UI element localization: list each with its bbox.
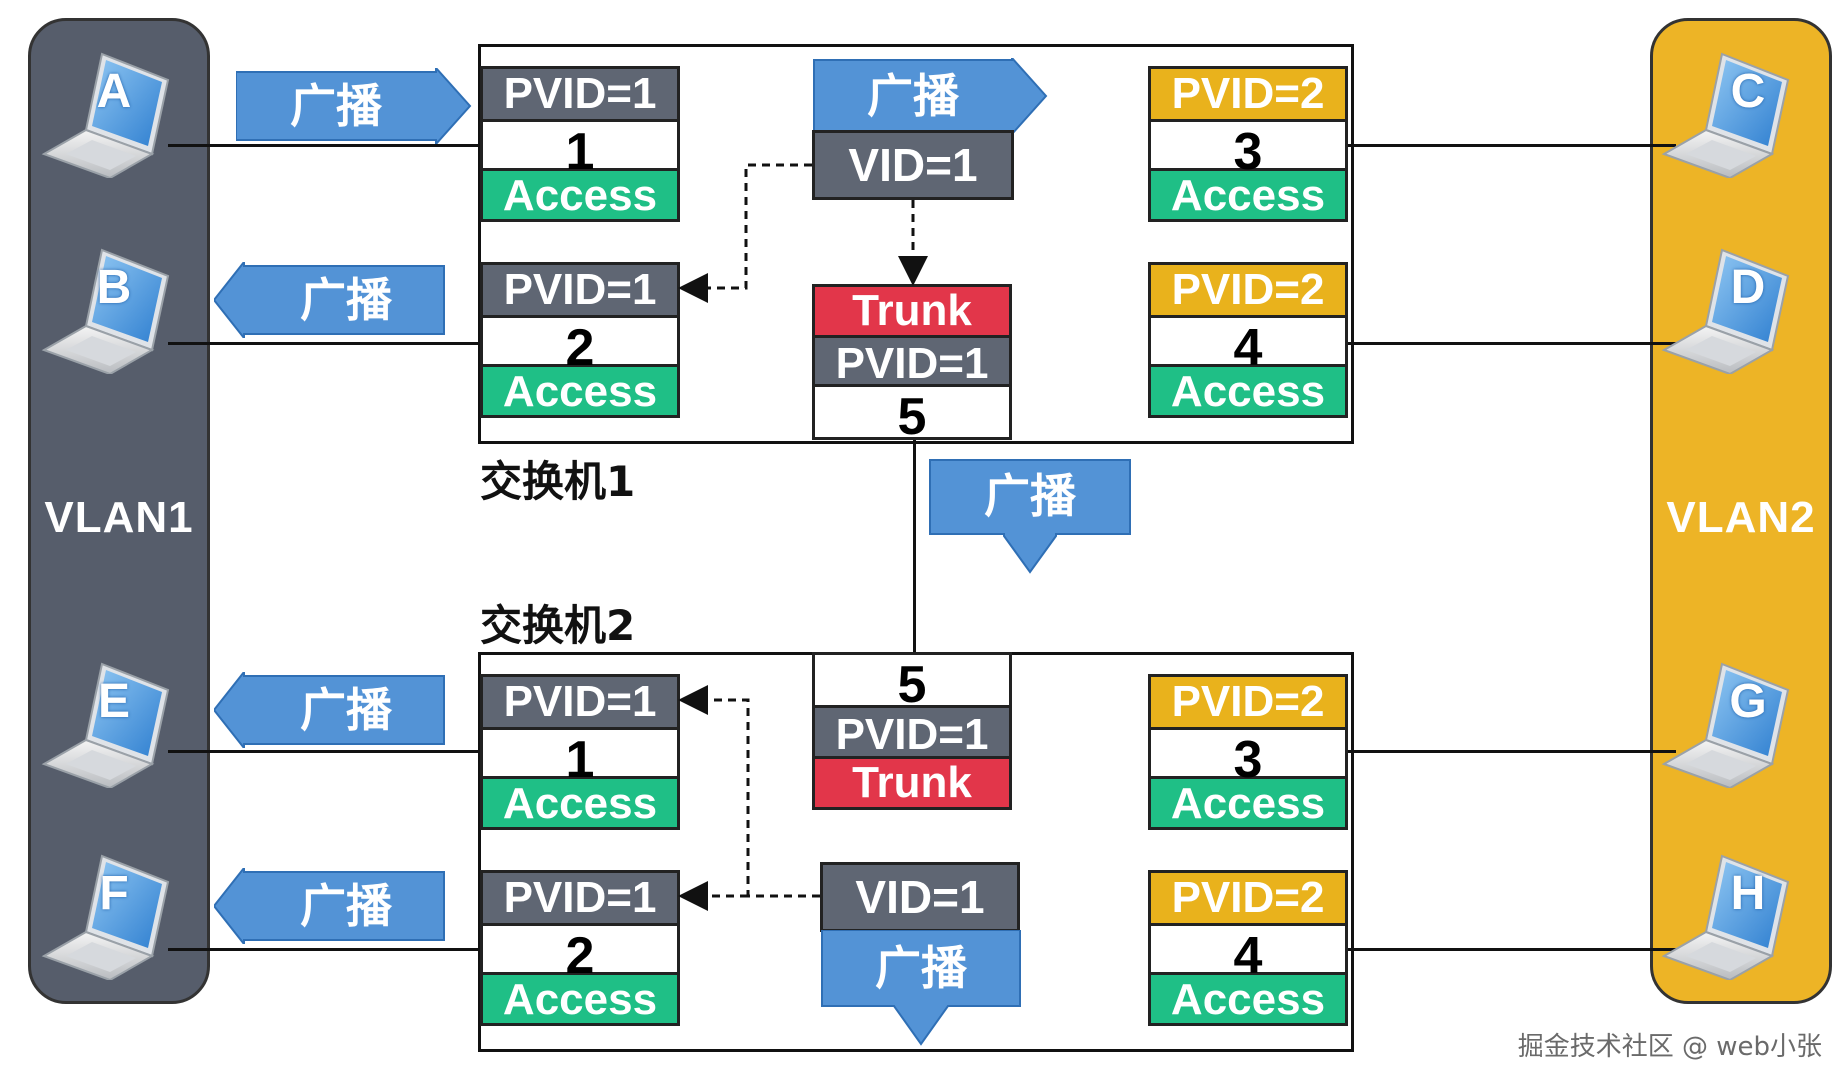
sw1-port3-mode: Access (1151, 171, 1345, 220)
laptop-d: D (1660, 246, 1792, 374)
sw1-port-2: PVID=1 2 Access (480, 262, 680, 418)
sw2-port2-pvid: PVID=1 (483, 873, 677, 923)
sw1-port-5-trunk: Trunk PVID=1 5 (812, 284, 1012, 446)
broadcast-arrow-out-f (214, 868, 445, 944)
sw1-port4-pvid: PVID=2 (1151, 265, 1345, 315)
trunk-link (913, 438, 916, 654)
vlan2-label: VLAN2 (1666, 493, 1816, 542)
sw2-port4-pvid: PVID=2 (1151, 873, 1345, 923)
link-d (1346, 342, 1676, 345)
sw2-port5-pvid: PVID=1 (815, 705, 1009, 759)
laptop-f: F (40, 852, 172, 980)
host-label-h: H (1730, 867, 1766, 920)
laptop-a: A (40, 50, 172, 178)
broadcast-label-inter: 广播 (984, 469, 1076, 523)
sw1-broadcast-label: 广播 (867, 69, 959, 123)
sw2-port5-number: 5 (897, 656, 927, 714)
broadcast-label-f: 广播 (300, 879, 392, 933)
laptop-h: H (1660, 852, 1792, 980)
switch1-title: 交换机1 (480, 457, 636, 506)
vlan1-label: VLAN1 (44, 493, 194, 542)
laptop-e: E (40, 660, 172, 788)
host-label-f: F (99, 867, 129, 920)
sw2-port3-pvid: PVID=2 (1151, 677, 1345, 727)
sw1-port5-number: 5 (897, 388, 927, 446)
switch2-title: 交换机2 (480, 601, 636, 650)
link-f (168, 948, 480, 951)
sw1-port5-pvid: PVID=1 (815, 335, 1009, 388)
sw1-port1-mode: Access (483, 171, 677, 220)
broadcast-arrow-inter (929, 459, 1131, 574)
sw1-port2-mode: Access (483, 367, 677, 416)
sw2-port-1: PVID=1 1 Access (480, 674, 680, 830)
link-e (168, 750, 480, 753)
sw2-broadcast-arrow (821, 930, 1021, 1046)
link-a (168, 144, 480, 147)
sw2-port1-mode: Access (483, 779, 677, 828)
link-b (168, 342, 480, 345)
sw1-port4-mode: Access (1151, 367, 1345, 416)
sw2-vid-tag: VID=1 (820, 862, 1020, 932)
sw2-port-3: PVID=2 3 Access (1148, 674, 1348, 830)
link-c (1346, 144, 1676, 147)
sw2-port3-mode: Access (1151, 779, 1345, 828)
broadcast-arrow-out-b (214, 262, 445, 338)
broadcast-arrow-out-e (214, 672, 445, 748)
sw1-vid-tag: VID=1 (812, 130, 1014, 200)
sw1-port-4: PVID=2 4 Access (1148, 262, 1348, 418)
sw2-port-4: PVID=2 4 Access (1148, 870, 1348, 1026)
sw2-port-2: PVID=1 2 Access (480, 870, 680, 1026)
host-label-c: C (1730, 65, 1766, 118)
host-label-g: G (1729, 675, 1767, 728)
sw2-port1-pvid: PVID=1 (483, 677, 677, 727)
sw1-port2-pvid: PVID=1 (483, 265, 677, 315)
host-label-d: D (1730, 261, 1766, 314)
sw2-port5-mode: Trunk (815, 759, 1009, 807)
broadcast-arrow-in-a (236, 68, 472, 144)
link-h (1346, 948, 1676, 951)
watermark: 掘金技术社区 @ web小张 (1517, 1032, 1822, 1062)
link-g (1346, 750, 1676, 753)
sw2-broadcast-label: 广播 (875, 941, 967, 995)
broadcast-label-a: 广播 (290, 79, 382, 133)
sw2-port2-mode: Access (483, 975, 677, 1024)
broadcast-label-e: 广播 (300, 683, 392, 737)
laptop-c: C (1660, 50, 1792, 178)
vlan2-panel: VLAN2 (1650, 18, 1832, 1004)
laptop-g: G (1660, 660, 1792, 788)
sw1-port3-pvid: PVID=2 (1151, 69, 1345, 119)
host-label-b: B (96, 261, 132, 314)
sw1-port-3: PVID=2 3 Access (1148, 66, 1348, 222)
host-label-a: A (96, 65, 132, 118)
sw2-port4-mode: Access (1151, 975, 1345, 1024)
host-label-e: E (97, 675, 130, 728)
laptop-b: B (40, 246, 172, 374)
sw1-port1-pvid: PVID=1 (483, 69, 677, 119)
broadcast-label-b: 广播 (300, 273, 392, 327)
sw1-port-1: PVID=1 1 Access (480, 66, 680, 222)
sw2-port-5-trunk: 5 PVID=1 Trunk (812, 652, 1012, 810)
sw1-port5-mode: Trunk (815, 287, 1009, 335)
vlan1-panel: VLAN1 (28, 18, 210, 1004)
